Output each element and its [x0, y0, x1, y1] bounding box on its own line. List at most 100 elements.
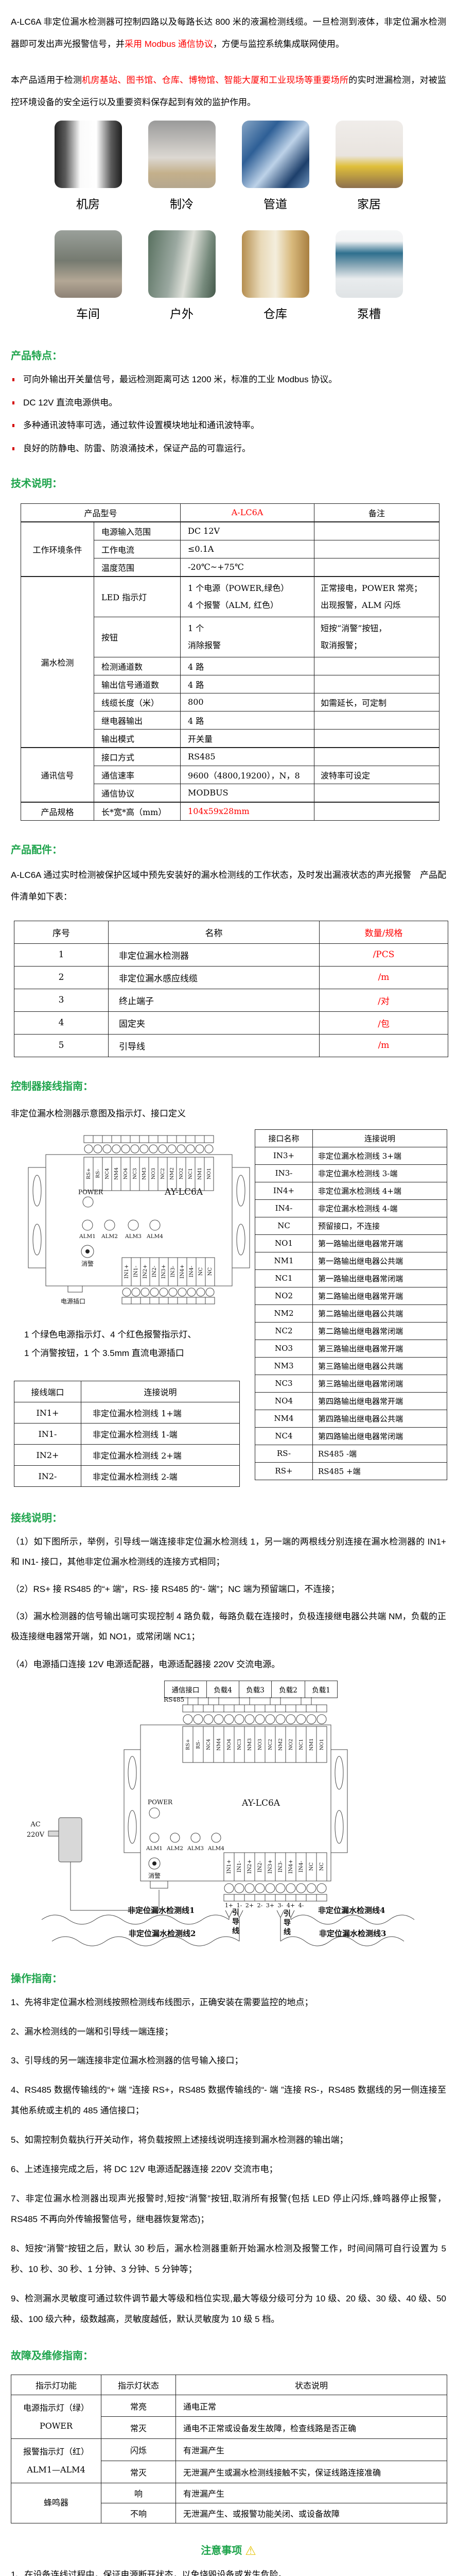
- cell: 线缆长度（米）: [93, 692, 181, 711]
- note-item: 1、在设备连线过程中，保证电源断开状态，以免烧毁设备或发生危险。: [11, 2569, 287, 2576]
- interface-definition-table: 接口名称连接说明 IN3+非定位漏水检测线 3+端 IN3-非定位漏水检测线 3…: [255, 1129, 447, 1480]
- cell: 开关量: [180, 728, 315, 748]
- cell: 指示灯功能: [11, 2374, 101, 2395]
- table-row: 接线端口连接说明: [14, 1381, 240, 1403]
- scene-card-home: 家居: [335, 121, 403, 212]
- terminal-label: NC1: [298, 1739, 304, 1750]
- cell: 接口方式: [93, 747, 181, 766]
- table-row: 产品规格 长*宽*高（mm） 104x59x28mm: [21, 801, 440, 821]
- cell: 4 路: [180, 674, 315, 693]
- table-row: 蜂鸣器 响 有泄漏产生: [11, 2482, 447, 2523]
- cell: 第一路输出继电器常闭端: [312, 1269, 447, 1287]
- cell: 非定位漏水检测线 1-端: [81, 1423, 240, 1445]
- cell: 1: [14, 943, 109, 967]
- table-row: IN3+非定位漏水检测线 3+端: [255, 1146, 447, 1165]
- cell: 常亮: [101, 2394, 176, 2417]
- cell: IN4+: [255, 1181, 313, 1200]
- wiring-item: （1）如下图所示，举例，引导线一端连接非定位漏水检测线 1，另一端的两根线分别连…: [11, 1537, 446, 1567]
- table-row: 输出模式 开关量: [21, 728, 440, 748]
- cell: NC3: [255, 1374, 313, 1393]
- cell: 固定夹: [108, 1011, 320, 1035]
- cell: 负载4: [206, 1680, 239, 1698]
- alm1-label: ALM1: [146, 1845, 163, 1852]
- cell: 通讯信号: [21, 747, 94, 803]
- table-row: 3 终止端子 /对: [14, 988, 448, 1012]
- terminal-label: IN2+: [143, 1264, 148, 1278]
- terminal-label: IN3-: [278, 1860, 284, 1872]
- alm3-label: ALM3: [187, 1845, 204, 1852]
- cell: 负载3: [239, 1680, 272, 1698]
- operation-item: 8、短按“消警”按钮之后，默认 30 秒后，漏水检测器重新开始漏水检测及报警工作…: [11, 2244, 446, 2274]
- cell: 5: [14, 1033, 109, 1057]
- alm2-label: ALM2: [166, 1845, 183, 1852]
- table-row: IN4-非定位漏水检测线 4-端: [255, 1199, 447, 1217]
- mute-button-dot: [85, 1249, 90, 1253]
- cell: IN4-: [255, 1199, 313, 1217]
- cell: 第四路输出继电器常闭端: [312, 1427, 447, 1445]
- terminal-label: NC: [198, 1267, 204, 1276]
- cell: 输出信号通道数: [93, 674, 181, 693]
- cell: RS485 +端: [312, 1462, 447, 1480]
- cell: 常灭: [101, 2460, 176, 2483]
- table-row: IN4+非定位漏水检测线 4+端: [255, 1181, 447, 1200]
- cell: /对: [319, 988, 448, 1012]
- device-outline: [28, 1135, 250, 1304]
- table-row: 漏水检测 LED 指示灯 1 个电源（POWER,绿色）4 个报警（ALM, 红…: [21, 575, 440, 748]
- operation-item: 3、引导线的另一端连接非定位漏水检测器的信号输入接口；: [11, 2056, 243, 2066]
- terminal-label: NM3: [247, 1738, 253, 1751]
- load-header-table: 通信接口 负载4 负载3 负载2 负载1: [164, 1680, 338, 1698]
- wiring-diagram: RS+ RS- NC4 NM4 NO4 NC3 NM3 NO3 NC2 NM2 …: [0, 1677, 457, 1956]
- scene-card-pump: 泵槽: [335, 230, 403, 321]
- terminal-label: IN1-: [133, 1266, 139, 1277]
- table-row: 报警指示灯（红）ALM1—ALM4 闪烁 有泄漏产生: [11, 2438, 447, 2483]
- cell: 温度范围: [93, 557, 181, 577]
- operation-item: 9、检测漏水灵敏度可通过软件调节最大等级和档位实现,最大等级分级可分为 10 级…: [11, 2293, 446, 2324]
- scene-photo-row-1: 机房 制冷 管道 家居: [11, 121, 446, 212]
- input-terminal-table: 接线端口连接说明 IN1+非定位漏水检测线 1+端 IN1-非定位漏水检测线 1…: [14, 1381, 240, 1487]
- operation-item: 4、RS485 数据传输线的“+ 端 ”连接 RS+，RS485 数据传输线的“…: [11, 2085, 446, 2116]
- cell: 蜂鸣器: [11, 2482, 101, 2523]
- cell: 报警指示灯（红）ALM1—ALM4: [11, 2438, 101, 2483]
- terminal-label: NO3: [257, 1739, 263, 1750]
- cell: 非定位漏水检测线 2+端: [81, 1444, 240, 1466]
- cell: 第三路输出继电器常闭端: [312, 1374, 447, 1393]
- table-row: IN2+非定位漏水检测线 2+端: [14, 1444, 240, 1466]
- cell: DC 12V: [180, 521, 315, 540]
- terminal-label: IN1+: [124, 1264, 130, 1278]
- cell: NC1: [255, 1269, 313, 1287]
- list-item: 多种通讯波特率可选，通过软件设置模块地址和通讯波特率。: [11, 419, 446, 432]
- terminal-label: RS+: [185, 1739, 191, 1750]
- alm4-led: [149, 1219, 161, 1231]
- cell: 按钮: [93, 616, 181, 657]
- wiring-item: （2）RS+ 接 RS485 的“+ 端”，RS- 接 RS485 的“- 端”…: [11, 1584, 340, 1595]
- table-row: 工作环境条件 电源输入范围 DC 12V: [21, 521, 440, 577]
- table-row: 工作电流 ≤0.1A: [21, 539, 440, 558]
- terminal-label: NC: [319, 1862, 325, 1871]
- cell: 无泄漏产生或漏水检测线接触不实，保证线路连接准确: [175, 2460, 447, 2483]
- cell: MODBUS: [180, 783, 315, 803]
- alm4-led: [211, 1833, 221, 1843]
- terminal-label: NO4: [123, 1168, 129, 1179]
- cell: 1 个消除报警: [180, 616, 315, 657]
- cell: RS-: [255, 1444, 313, 1463]
- tech-spec-table: 产品型号 A-LC6A 备注 工作环境条件 电源输入范围 DC 12V 工作电流…: [20, 503, 440, 821]
- operation-item: 1、先将非定位漏水检测线按照检测线布线图示，正确安装在需要监控的地点；: [11, 1997, 313, 2007]
- terminal-label: RS+: [86, 1168, 92, 1179]
- section-troubleshooting: 故障及维修指南： 指示灯功能 指示灯状态 状态说明 电源指示灯（绿）POWER …: [11, 2347, 447, 2523]
- cell: NM1: [255, 1251, 313, 1270]
- terminal-label: NM3: [142, 1167, 147, 1180]
- pin-label: 1+: [224, 1902, 234, 1909]
- terminal-label: IN1+: [226, 1859, 232, 1873]
- terminal-label: NC: [309, 1862, 314, 1871]
- wiring-diagram-svg: RS+ RS- NC4 NM4 NO4 NC3 NM3 NO3 NC2 NM2 …: [41, 1697, 415, 1946]
- cell: IN3-: [255, 1164, 313, 1182]
- cell: 输出模式: [93, 728, 181, 748]
- cell: 非定位漏水检测线 4+端: [312, 1181, 447, 1200]
- server-room-photo: [54, 121, 122, 188]
- cell: 常灭: [101, 2416, 176, 2439]
- operation-item: 5、如需控制负载执行开关动作，将负载按照上述接线说明连接到漏水检测器的输出端；: [11, 2135, 348, 2145]
- cell: 4 路: [180, 710, 315, 730]
- cell: 引导线: [108, 1033, 320, 1057]
